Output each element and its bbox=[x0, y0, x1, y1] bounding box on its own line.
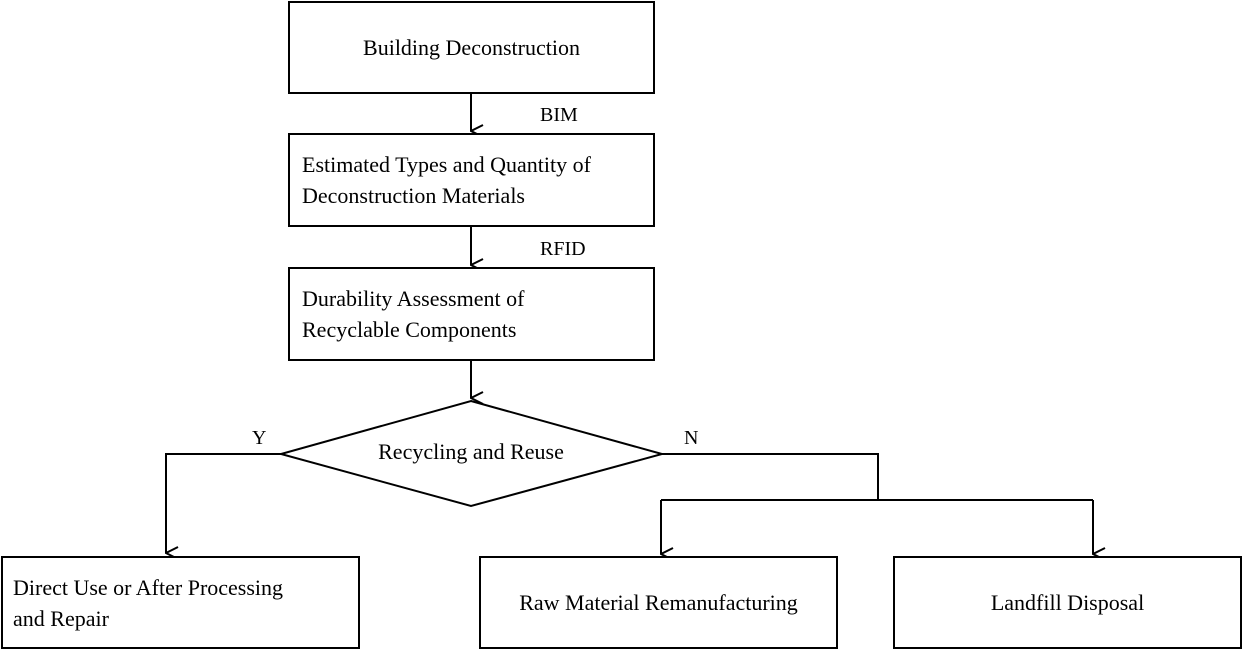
node-direct-use: Direct Use or After Processing and Repai… bbox=[1, 556, 360, 649]
edge-label-rfid: RFID bbox=[540, 238, 586, 260]
node-direct-use-line1: Direct Use or After Processing bbox=[13, 574, 284, 600]
node-building-deconstruction-label: Building Deconstruction bbox=[363, 35, 580, 60]
node-durability-assessment: Durability Assessment of Recyclable Comp… bbox=[288, 267, 655, 361]
node-durability-line2: Recyclable Components bbox=[302, 317, 517, 342]
node-estimated-types: Estimated Types and Quantity of Deconstr… bbox=[288, 133, 655, 227]
edge-label-no: N bbox=[684, 427, 699, 449]
node-building-deconstruction: Building Deconstruction bbox=[288, 1, 655, 94]
node-landfill: Landfill Disposal bbox=[893, 556, 1242, 649]
node-raw-material-label: Raw Material Remanufacturing bbox=[519, 590, 798, 615]
node-raw-material: Raw Material Remanufacturing bbox=[479, 556, 838, 649]
line-no-branch-trunk bbox=[662, 453, 879, 500]
node-direct-use-line2: and Repair bbox=[13, 605, 109, 631]
node-landfill-label: Landfill Disposal bbox=[990, 590, 1145, 615]
arrow-yes-branch bbox=[165, 453, 281, 553]
node-estimated-types-line1: Estimated Types and Quantity of bbox=[302, 152, 591, 177]
node-durability-line1: Durability Assessment of bbox=[302, 286, 525, 311]
node-decision-label: Recycling and Reuse bbox=[378, 439, 564, 464]
node-estimated-types-line2: Deconstruction Materials bbox=[302, 183, 525, 208]
decision-diamond bbox=[277, 399, 666, 508]
edge-label-bim: BIM bbox=[540, 104, 578, 126]
edge-label-yes: Y bbox=[252, 427, 267, 449]
